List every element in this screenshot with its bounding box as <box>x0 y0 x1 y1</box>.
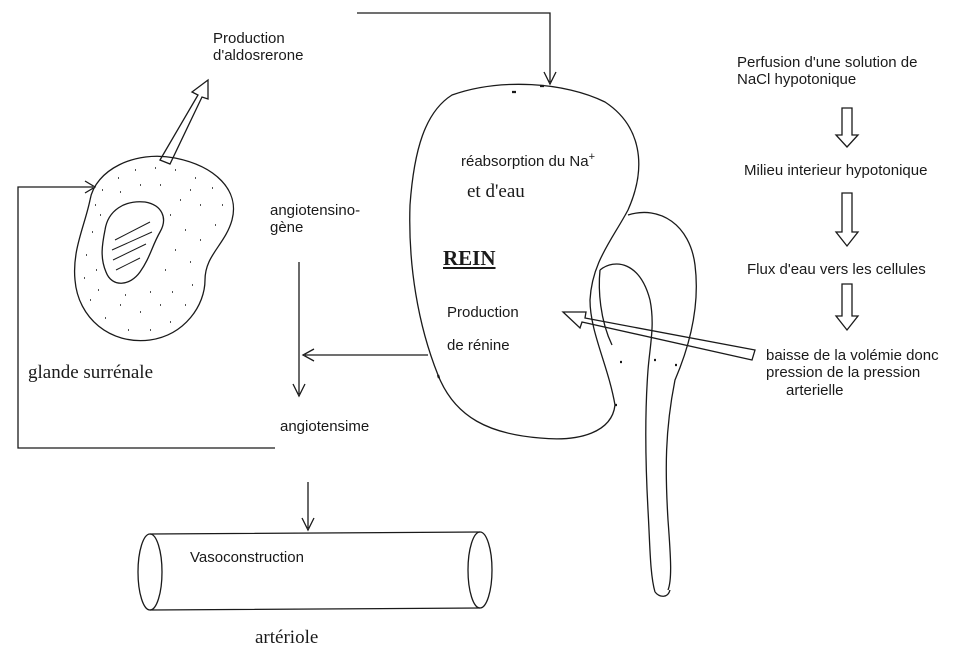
glande-surrenale-label: glande surrénale <box>28 362 153 384</box>
angiotensinogene-line2: gène <box>270 219 360 236</box>
production-aldosterone-line2: d'aldosrerone <box>213 47 303 64</box>
production-renine-line1: Production <box>447 304 519 321</box>
arteriole-label: artériole <box>255 627 318 649</box>
production-renine-label: Production de rénine <box>447 304 519 355</box>
flux-eau-label: Flux d'eau vers les cellules <box>747 261 926 278</box>
angiotensinogene-label: angiotensino- gène <box>270 202 360 237</box>
adrenal-texture-dots <box>84 168 223 330</box>
baisse-line2: pression de la pression <box>766 364 939 381</box>
perfusion-label: Perfusion d'une solution de NaCl hypoton… <box>737 54 918 89</box>
feedback-loop-line <box>18 187 275 448</box>
baisse-line3: arterielle <box>766 382 939 399</box>
et-deau-label: et d'eau <box>467 181 525 203</box>
hollow-arrow-aldosterone <box>160 80 208 164</box>
hollow-down-arrows <box>836 108 858 330</box>
production-aldosterone-line1: Production <box>213 30 303 47</box>
reabsorption-text: réabsorption du Na <box>461 153 589 170</box>
milieu-interieur-label: Milieu interieur hypotonique <box>744 162 927 179</box>
production-renine-line2: de rénine <box>447 337 519 354</box>
arteriole-cylinder <box>138 532 492 610</box>
vasoconstruction-label: Vasoconstruction <box>190 549 304 566</box>
sodium-charge: + <box>589 151 595 163</box>
baisse-volemie-label: baisse de la volémie donc pression de la… <box>766 347 939 399</box>
adrenal-gland-drawing <box>75 156 234 340</box>
aldosterone-to-kidney-line <box>357 13 550 82</box>
hollow-arrow-volemie <box>563 312 755 360</box>
perfusion-line1: Perfusion d'une solution de <box>737 54 918 71</box>
perfusion-line2: NaCl hypotonique <box>737 71 918 88</box>
rein-title: REIN <box>443 246 496 270</box>
angiotensinogene-line1: angiotensino- <box>270 202 360 219</box>
angiotensime-label: angiotensime <box>280 418 369 435</box>
reabsorption-label: réabsorption du Na+ <box>461 151 595 170</box>
baisse-line1: baisse de la volémie donc <box>766 347 939 364</box>
production-aldosterone-label: Production d'aldosrerone <box>213 30 303 65</box>
